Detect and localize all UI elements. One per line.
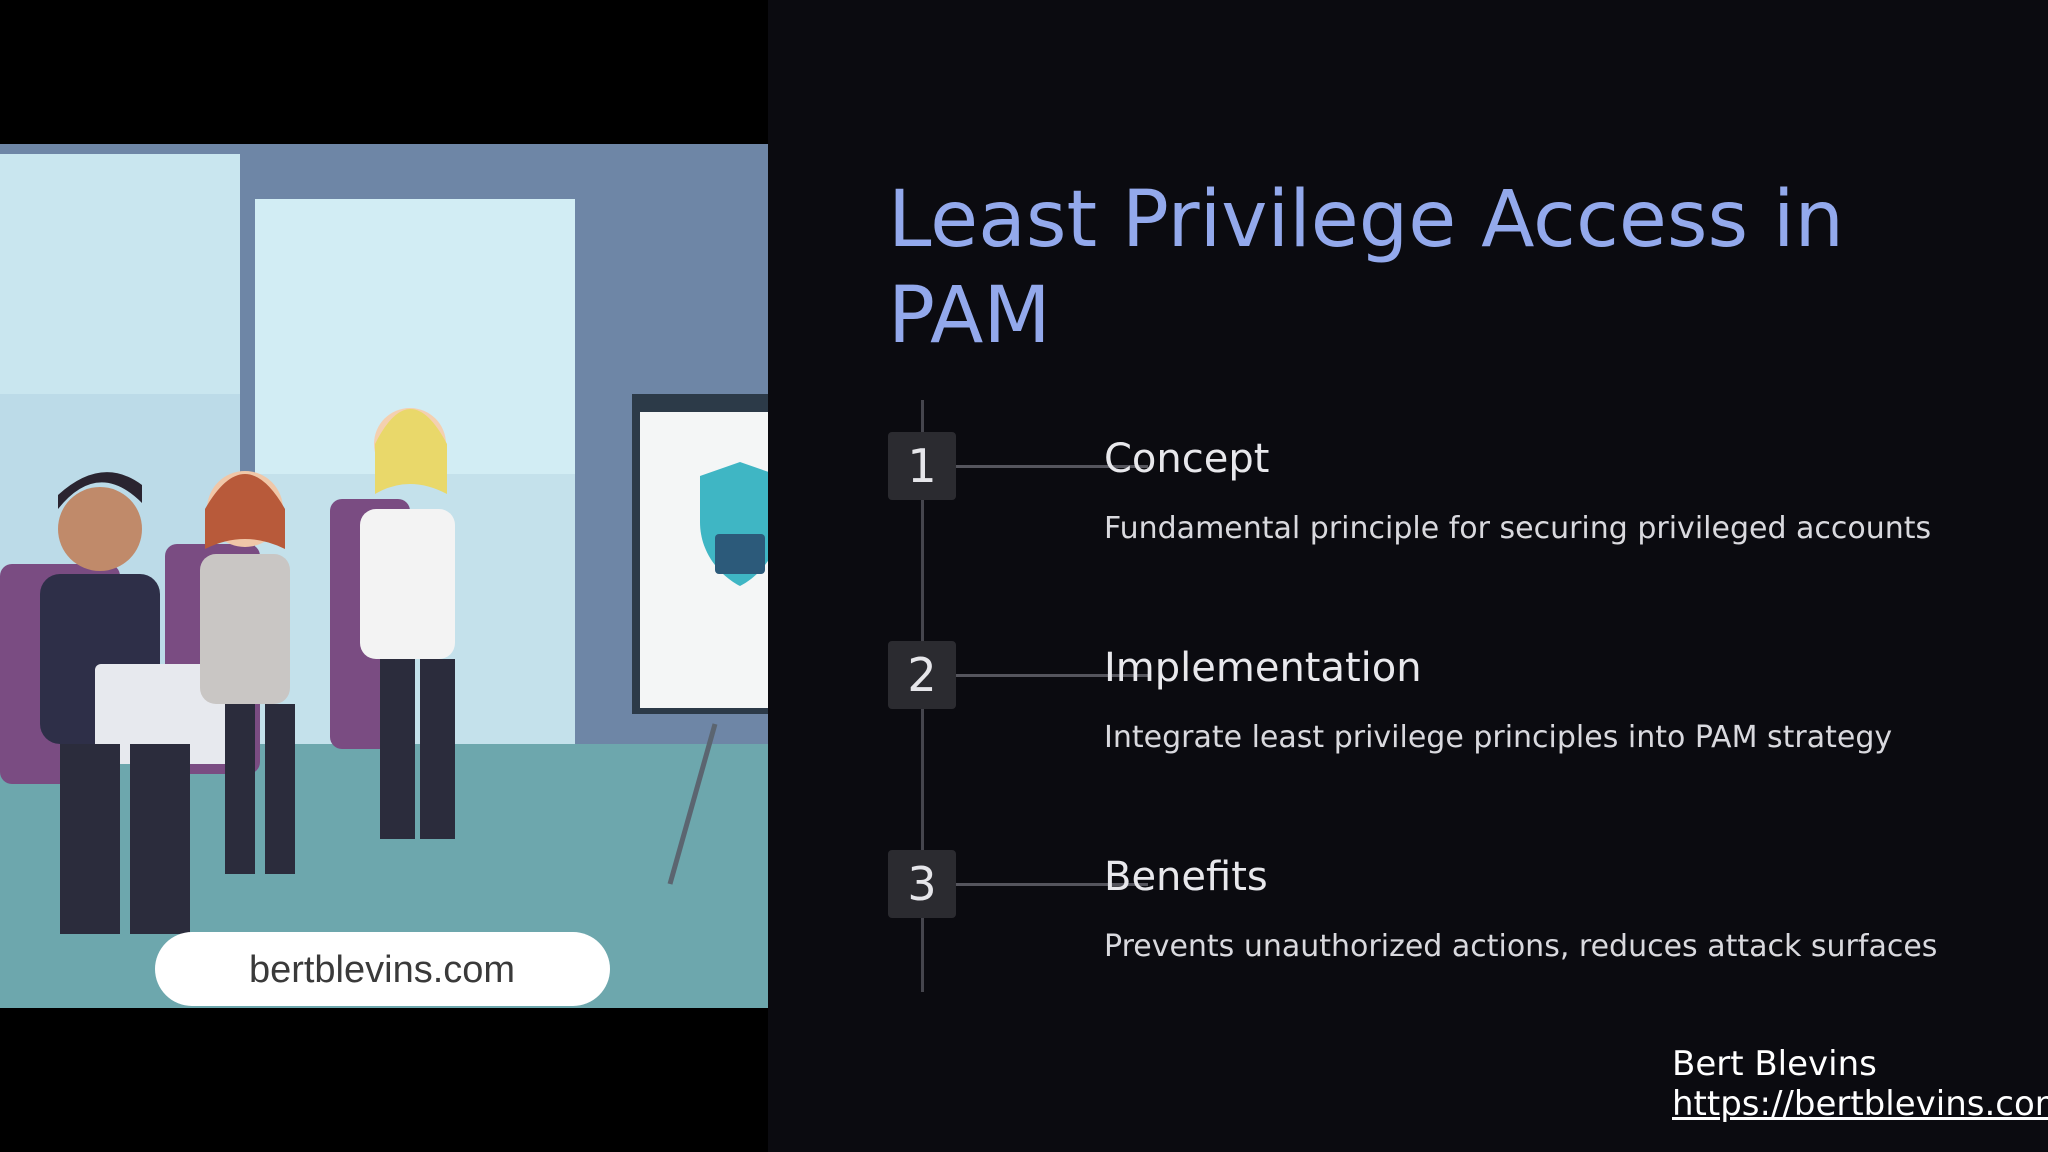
step-description: Fundamental principle for securing privi… — [1104, 511, 1932, 546]
watermark-text: bertblevins.com — [249, 949, 515, 991]
step-connector — [956, 674, 1148, 677]
step-description: Integrate least privilege principles int… — [1104, 720, 1893, 755]
timeline-step-concept: 1 Concept Fundamental principle for secu… — [888, 432, 1988, 572]
step-number-badge: 3 — [888, 850, 956, 918]
timeline-step-implementation: 2 Implementation Integrate least privile… — [888, 641, 1988, 781]
step-heading: Benefits — [1104, 854, 1268, 900]
author-name: Bert Blevins — [1672, 1044, 1877, 1084]
step-description: Prevents unauthorized actions, reduces a… — [1104, 929, 1938, 964]
step-heading: Concept — [1104, 436, 1270, 482]
step-number-badge: 2 — [888, 641, 956, 709]
slide-title: Least Privilege Access in PAM — [888, 175, 1844, 361]
step-heading: Implementation — [1104, 645, 1422, 691]
step-number-badge: 1 — [888, 432, 956, 500]
video-panel: bertblevins.com — [0, 0, 768, 1152]
step-connector — [956, 465, 1148, 468]
office-illustration: bertblevins.com — [0, 144, 768, 1008]
timeline-step-benefits: 3 Benefits Prevents unauthorized actions… — [888, 850, 1988, 990]
author-website-link[interactable]: https://bertblevins.com — [1672, 1084, 2048, 1124]
step-connector — [956, 883, 1148, 886]
